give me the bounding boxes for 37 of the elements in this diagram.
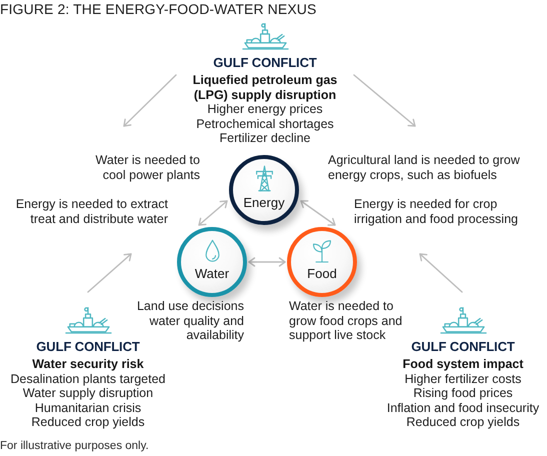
impact-item: Petrochemical shortages	[196, 116, 334, 131]
annotation-text: Energy is needed to extract treat and distribute water	[14, 197, 168, 226]
annotation-text: Water is needed to cool power plants	[94, 153, 200, 182]
impact-item: Higher energy prices	[207, 102, 323, 116]
arrow	[87, 253, 132, 293]
annotation-text: Agricultural land is needed to grow energy crops, such as biofuels	[328, 153, 521, 182]
impact-item: Desalination plants targeted	[10, 372, 166, 386]
impact-item: Higher fertilizer costs	[404, 372, 522, 386]
impact-item: Humanitarian crisis	[34, 400, 142, 415]
node-label: Food	[307, 266, 337, 280]
node-label: Water	[194, 266, 230, 280]
impact-item: Reduced crop yields	[31, 415, 145, 430]
impact-item: Rising food prices	[413, 386, 513, 400]
annotation-text: Energy is needed for crop irrigation and food processing	[354, 197, 519, 226]
caption-text: For illustrative purposes only.	[0, 440, 149, 453]
figure-title: FIGURE 2: THE ENERGY-FOOD-WATER NEXUS	[0, 1, 316, 18]
arrow	[419, 253, 463, 293]
ring-node	[287, 227, 357, 297]
impact-item: Fertilizer decline	[219, 131, 310, 146]
conflict-heading: GULF CONFLICT	[411, 339, 515, 355]
ring-node	[229, 155, 299, 225]
arrow	[123, 74, 177, 127]
double-arrow	[198, 200, 228, 226]
conflict-heading: GULF CONFLICT	[213, 55, 317, 71]
impact-heading: Food system impact	[402, 357, 524, 372]
conflict-heading: GULF CONFLICT	[36, 339, 140, 355]
double-arrow	[248, 257, 286, 267]
impact-item: Water supply disruption	[22, 386, 154, 400]
annotation-text: Water is needed to grow food crops and support live stock	[289, 299, 404, 342]
impact-item: Reduced crop yields	[406, 415, 520, 430]
annotation-text: Land use decisions water quality and availability	[136, 299, 244, 342]
impact-heading: Liquefied petroleum gas (LPG) supply disruption	[192, 73, 338, 102]
double-arrow	[300, 200, 336, 226]
impact-item: Inflation and food insecurity	[386, 400, 540, 415]
node-label: Energy	[243, 195, 285, 210]
impact-heading: Water security risk	[32, 357, 144, 372]
arrow	[353, 74, 416, 127]
